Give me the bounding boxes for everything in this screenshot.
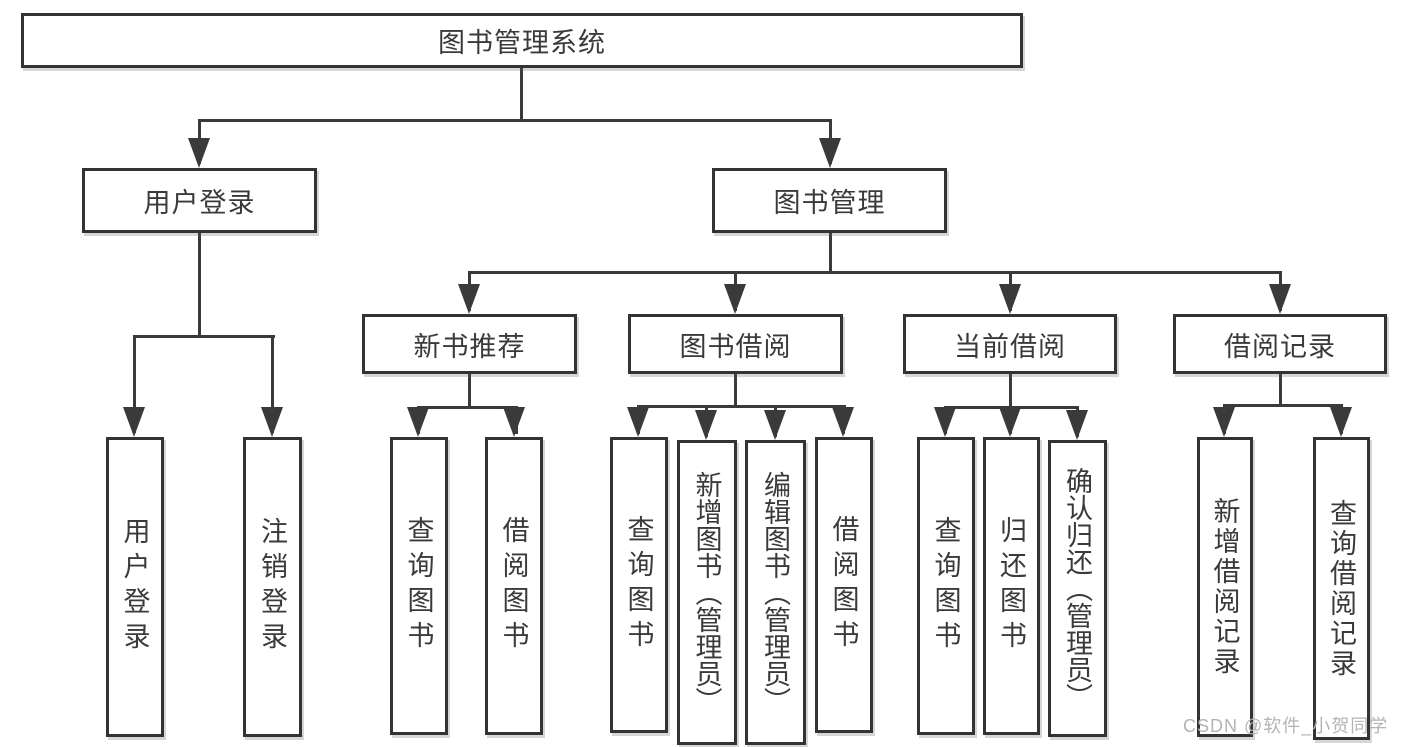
arrowhead-down-icon xyxy=(999,407,1021,437)
node-leaf-user-login: 用户登录 xyxy=(106,437,164,737)
arrowhead-down-icon xyxy=(261,407,283,437)
node-label-leaf-query-books-recommend: 查询图书 xyxy=(403,516,434,656)
arrowhead-down-icon xyxy=(407,407,429,437)
node-leaf-query-books-current: 查询图书 xyxy=(917,437,975,735)
node-leaf-edit-books-admin: 编辑图书（管理员） xyxy=(745,440,806,745)
node-label-book-borrowing: 图书借阅 xyxy=(679,331,792,362)
node-leaf-add-borrow-record: 新增借阅记录 xyxy=(1197,437,1253,737)
node-label-leaf-add-borrow-record: 新增借阅记录 xyxy=(1209,497,1240,677)
node-label-new-book-recommend: 新书推荐 xyxy=(413,331,526,362)
node-leaf-confirm-return-admin: 确认归还（管理员） xyxy=(1048,440,1107,737)
node-system-root: 图书管理系统 xyxy=(21,13,1023,68)
node-label-leaf-user-login: 用户登录 xyxy=(119,517,150,657)
arrowhead-down-icon xyxy=(458,284,480,314)
arrowhead-down-icon xyxy=(1269,284,1291,314)
node-leaf-query-books-borrowing: 查询图书 xyxy=(610,437,668,733)
connector-line xyxy=(637,405,846,408)
connector-line xyxy=(198,119,832,122)
node-user-login: 用户登录 xyxy=(82,168,317,233)
connector-line xyxy=(829,233,832,274)
node-current-borrowing: 当前借阅 xyxy=(903,314,1117,374)
arrowhead-down-icon xyxy=(724,284,746,314)
node-leaf-borrow-books-borrowing: 借阅图书 xyxy=(815,437,873,733)
connector-line xyxy=(734,374,737,408)
connector-line xyxy=(1279,374,1282,407)
node-borrowing-records: 借阅记录 xyxy=(1173,314,1387,374)
node-label-leaf-return-books: 归还图书 xyxy=(996,516,1026,656)
arrowhead-down-icon xyxy=(764,410,786,440)
node-label-borrowing-records: 借阅记录 xyxy=(1224,331,1336,362)
arrowhead-down-icon xyxy=(1066,410,1088,440)
connector-line xyxy=(468,374,471,409)
arrowhead-down-icon xyxy=(695,410,717,440)
node-label-leaf-add-books-admin: 新增图书（管理员） xyxy=(691,471,722,714)
node-label-leaf-borrow-books-recommend: 借阅图书 xyxy=(498,516,529,656)
arrowhead-down-icon xyxy=(819,138,841,168)
node-label-leaf-borrow-books-borrowing: 借阅图书 xyxy=(828,515,859,655)
node-label-book-management: 图书管理 xyxy=(773,188,886,218)
node-label-current-borrowing: 当前借阅 xyxy=(954,331,1066,362)
connector-line xyxy=(1223,404,1343,407)
csdn-watermark: CSDN @软件_小贺同学 xyxy=(1183,716,1389,736)
node-label-user-login: 用户登录 xyxy=(143,188,256,218)
arrowhead-down-icon xyxy=(999,284,1021,314)
arrowhead-down-icon xyxy=(832,407,854,437)
connector-line xyxy=(133,335,275,338)
node-leaf-logout: 注销登录 xyxy=(243,437,302,737)
connector-line xyxy=(198,233,201,338)
node-book-management: 图书管理 xyxy=(712,168,947,233)
arrowhead-down-icon xyxy=(1330,407,1352,437)
arrowhead-down-icon xyxy=(188,138,210,168)
node-label-leaf-query-books-borrowing: 查询图书 xyxy=(623,515,654,655)
connector-line xyxy=(271,335,274,433)
node-book-borrowing: 图书借阅 xyxy=(628,314,843,374)
node-leaf-return-books: 归还图书 xyxy=(983,437,1040,735)
connector-line xyxy=(468,271,1282,274)
node-label-leaf-confirm-return-admin: 确认归还（管理员） xyxy=(1062,467,1092,710)
node-leaf-add-books-admin: 新增图书（管理员） xyxy=(677,440,737,745)
arrowhead-down-icon xyxy=(627,407,649,437)
connector-line xyxy=(520,66,523,122)
arrowhead-down-icon xyxy=(123,407,145,437)
node-label-leaf-logout: 注销登录 xyxy=(257,517,287,657)
node-leaf-query-borrow-record: 查询借阅记录 xyxy=(1313,437,1370,740)
arrowhead-down-icon xyxy=(934,407,956,437)
arrowhead-down-icon xyxy=(1213,407,1235,437)
node-label-leaf-edit-books-admin: 编辑图书（管理员） xyxy=(760,471,790,714)
node-label-leaf-query-books-current: 查询图书 xyxy=(930,516,961,656)
node-leaf-query-books-recommend: 查询图书 xyxy=(390,437,448,735)
node-new-book-recommend: 新书推荐 xyxy=(362,314,577,374)
connector-line xyxy=(417,406,518,409)
node-label-system-root: 图书管理系统 xyxy=(438,28,606,58)
node-label-leaf-query-borrow-record: 查询借阅记录 xyxy=(1326,498,1356,679)
connector-line xyxy=(1009,374,1012,409)
arrowhead-down-icon xyxy=(503,407,525,437)
connector-line xyxy=(133,335,136,433)
node-leaf-borrow-books-recommend: 借阅图书 xyxy=(485,437,543,735)
